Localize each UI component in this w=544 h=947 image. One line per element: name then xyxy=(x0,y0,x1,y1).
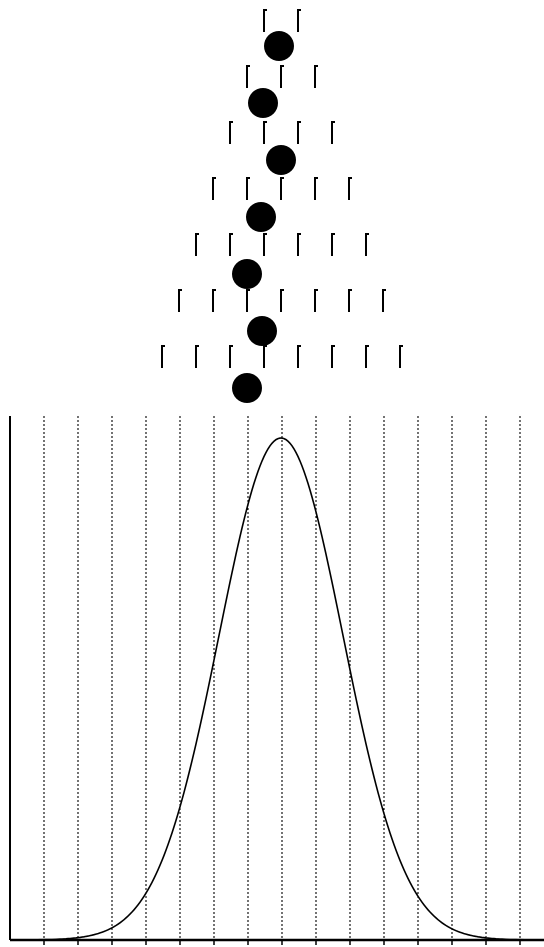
peg xyxy=(212,177,216,200)
peg xyxy=(263,9,267,32)
peg xyxy=(297,345,301,368)
ball xyxy=(232,373,262,403)
peg xyxy=(246,289,250,312)
peg xyxy=(280,65,284,88)
peg xyxy=(263,345,267,368)
peg xyxy=(246,65,250,88)
peg-grid xyxy=(161,9,403,368)
peg xyxy=(365,233,369,256)
peg xyxy=(280,177,284,200)
peg xyxy=(314,177,318,200)
collection-bins xyxy=(9,416,521,940)
ball xyxy=(246,202,276,232)
peg xyxy=(399,345,403,368)
peg xyxy=(195,233,199,256)
ball xyxy=(264,31,294,61)
ball-path xyxy=(232,31,296,403)
peg xyxy=(195,345,199,368)
peg xyxy=(246,177,250,200)
peg xyxy=(229,121,233,144)
peg xyxy=(263,233,267,256)
peg xyxy=(297,9,301,32)
peg xyxy=(161,345,165,368)
peg xyxy=(331,121,335,144)
axes xyxy=(9,416,544,945)
peg xyxy=(314,65,318,88)
peg xyxy=(280,289,284,312)
peg xyxy=(331,345,335,368)
ball xyxy=(248,88,278,118)
peg xyxy=(212,289,216,312)
peg xyxy=(229,233,233,256)
peg xyxy=(229,345,233,368)
peg xyxy=(297,121,301,144)
peg xyxy=(365,345,369,368)
peg xyxy=(348,289,352,312)
ball xyxy=(247,316,277,346)
peg xyxy=(263,121,267,144)
ball xyxy=(266,145,296,175)
peg xyxy=(314,289,318,312)
ball xyxy=(232,259,262,289)
bell-curve xyxy=(10,437,540,941)
peg xyxy=(382,289,386,312)
peg xyxy=(331,233,335,256)
peg xyxy=(348,177,352,200)
peg xyxy=(297,233,301,256)
peg xyxy=(178,289,182,312)
